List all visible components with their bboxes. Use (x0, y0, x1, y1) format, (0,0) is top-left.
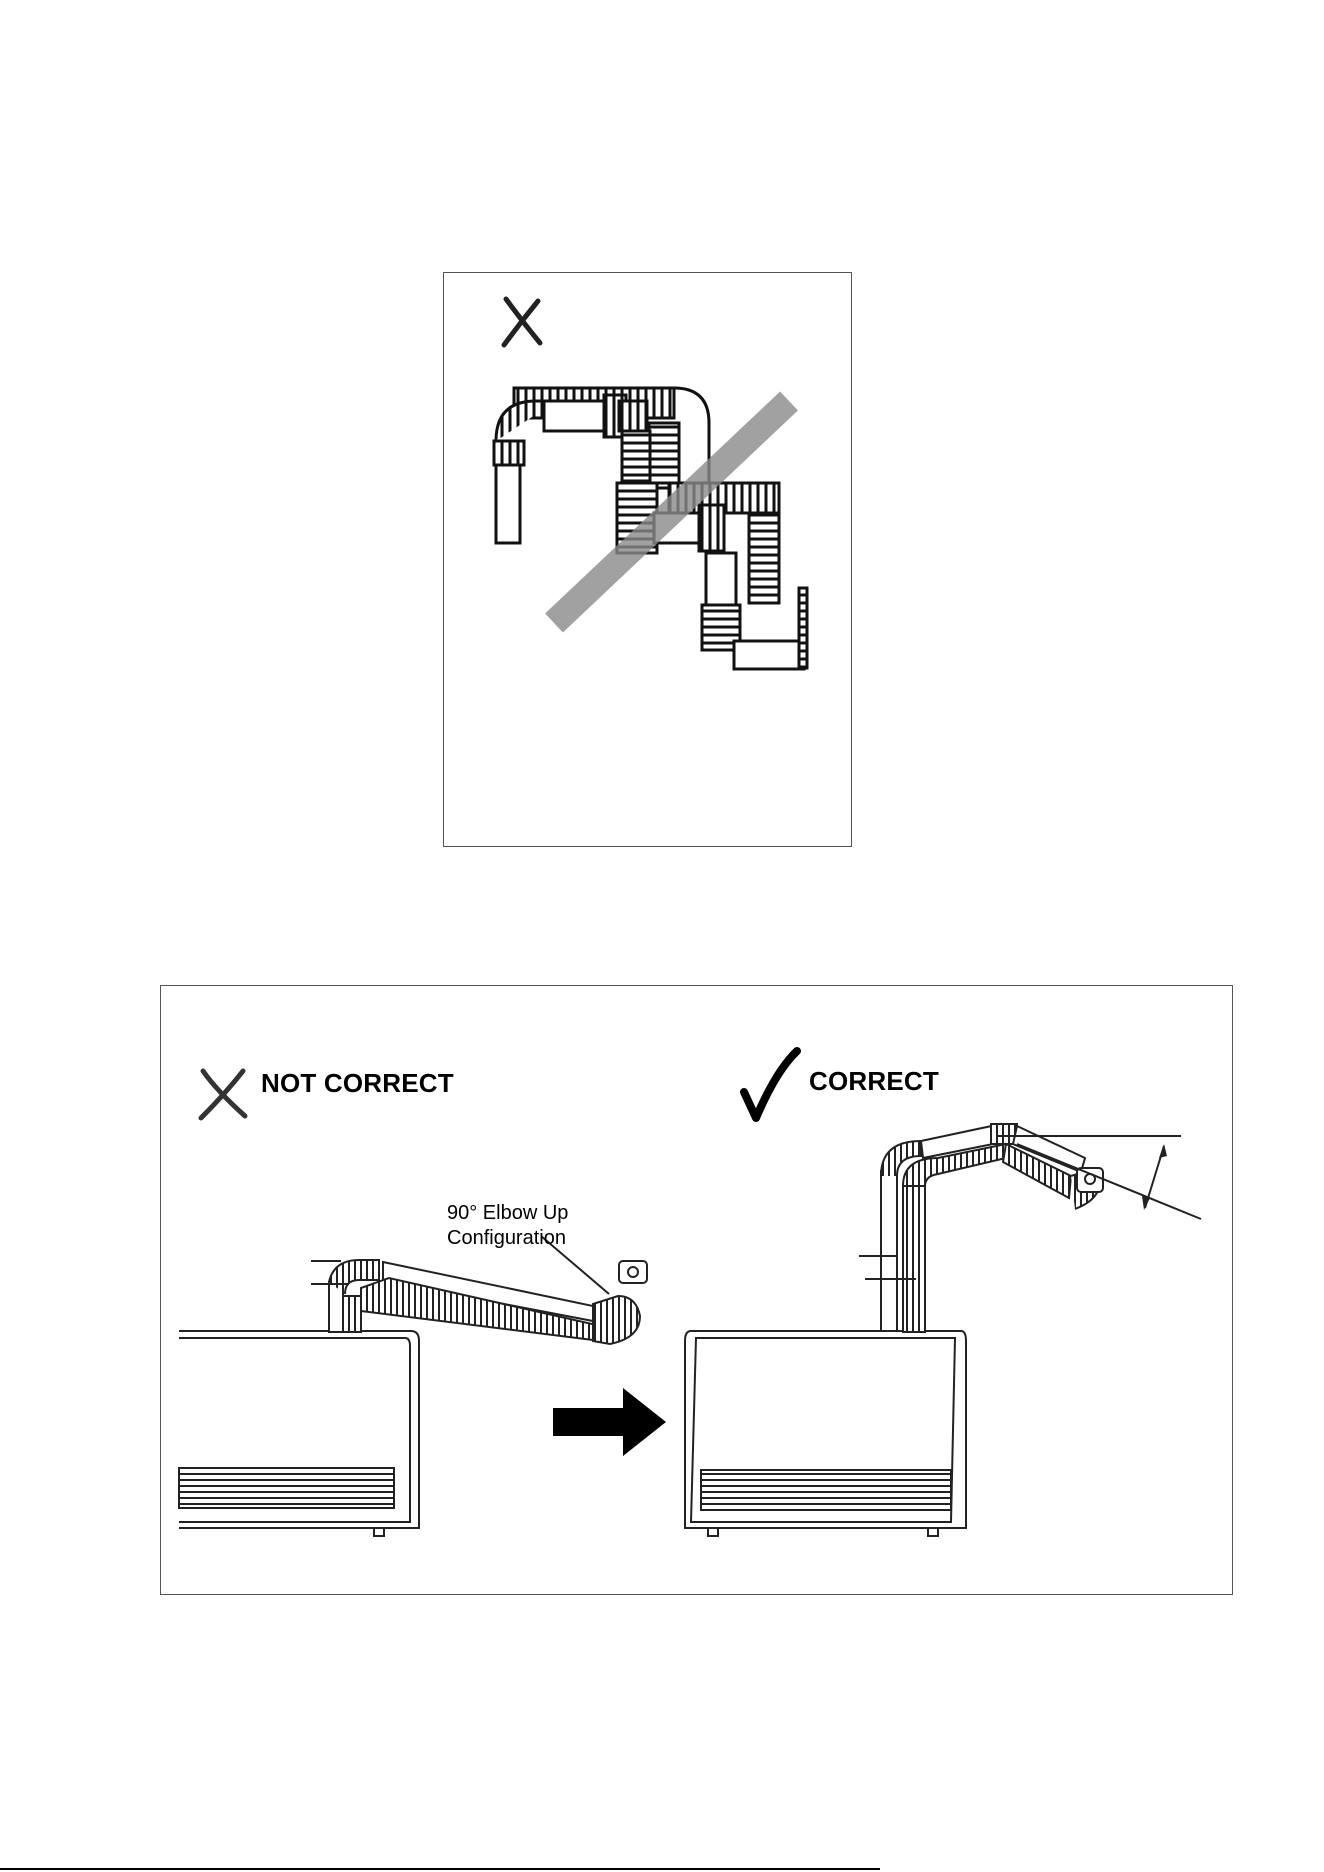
not-correct-label: NOT CORRECT (261, 1068, 454, 1099)
top-diagram-panel (443, 272, 852, 847)
check-mark-icon (744, 1051, 797, 1118)
correct-label: CORRECT (809, 1066, 939, 1097)
elbow-callout-line1: 90° Elbow Up (447, 1201, 568, 1225)
right-arrow-icon (553, 1388, 666, 1456)
serpentine-duct-illustration (444, 273, 851, 846)
duct-right (881, 1124, 1103, 1332)
heater-left (179, 1331, 419, 1536)
cross-mark-icon (201, 1071, 245, 1118)
bottom-diagram-panel: NOT CORRECT CORRECT 90° Elbow Up Configu… (160, 985, 1233, 1595)
cross-mark-icon (504, 299, 540, 345)
heater-right (685, 1331, 966, 1536)
elbow-callout-line2: Configuration (447, 1226, 566, 1250)
footer-rule (0, 1868, 880, 1870)
